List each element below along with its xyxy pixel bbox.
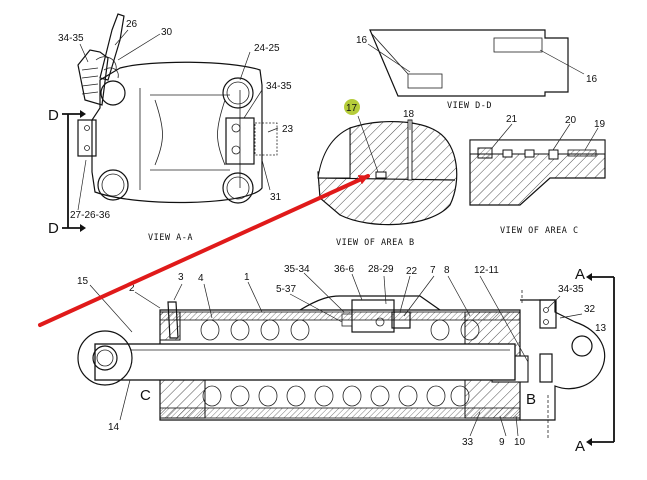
cylinder-main-section [77,272,615,446]
callout-13: 13 [595,323,607,334]
callout-12-11: 12-11 [474,265,499,276]
section-letter-a-top: A [575,266,585,283]
callout-22: 22 [406,266,418,277]
view-area-c [469,123,606,206]
section-letter-d-bottom: D [48,220,59,237]
callout-16-top: 16 [356,35,368,46]
callout-34-35-mid: 34-35 [266,81,292,92]
callout-34-35-low: 34-35 [558,284,584,295]
callout-20: 20 [565,115,577,126]
callout-15: 15 [77,276,89,287]
view-d-d [367,29,585,97]
callout-26: 26 [126,19,138,30]
callout-8: 8 [444,265,450,276]
callout-30: 30 [161,27,173,38]
callout-14: 14 [108,422,120,433]
callout-31: 31 [270,192,282,203]
callout-3: 3 [178,272,184,283]
callout-17: 17 [346,103,358,114]
callout-35-34: 35-34 [284,264,310,275]
callout-9: 9 [499,437,505,448]
callout-34-35-top: 34-35 [58,33,84,44]
section-letter-d-top: D [48,107,59,124]
callout-18: 18 [403,109,415,120]
callout-36-6: 36-6 [334,264,354,275]
section-letter-a-bottom: A [575,438,585,455]
view-area-b-caption: VIEW OF AREA B [336,238,415,248]
view-area-b [317,115,458,226]
callout-33: 33 [462,437,474,448]
callout-28-29: 28-29 [368,264,394,275]
callout-4: 4 [198,273,204,284]
view-d-d-caption: VIEW D-D [447,101,492,111]
callout-5-37: 5-37 [276,284,296,295]
area-letter-c: C [140,387,151,404]
callout-1: 1 [244,272,250,283]
callout-24-25: 24-25 [254,43,280,54]
red-pointer-arrow [38,174,370,327]
callout-23: 23 [282,124,294,135]
callout-10: 10 [514,437,526,448]
callout-21: 21 [506,114,518,125]
callout-2: 2 [129,283,135,294]
callout-19: 19 [594,119,606,130]
callout-7: 7 [430,265,436,276]
area-letter-b: B [526,391,536,408]
callout-17-highlight [344,99,360,115]
view-area-c-caption: VIEW OF AREA C [500,226,579,236]
callout-32: 32 [584,304,596,315]
view-a-a-caption: VIEW A-A [148,233,193,243]
callout-16-right: 16 [586,74,598,85]
view-a-a [62,13,279,232]
callout-27-26-36: 27-26-36 [70,210,110,221]
